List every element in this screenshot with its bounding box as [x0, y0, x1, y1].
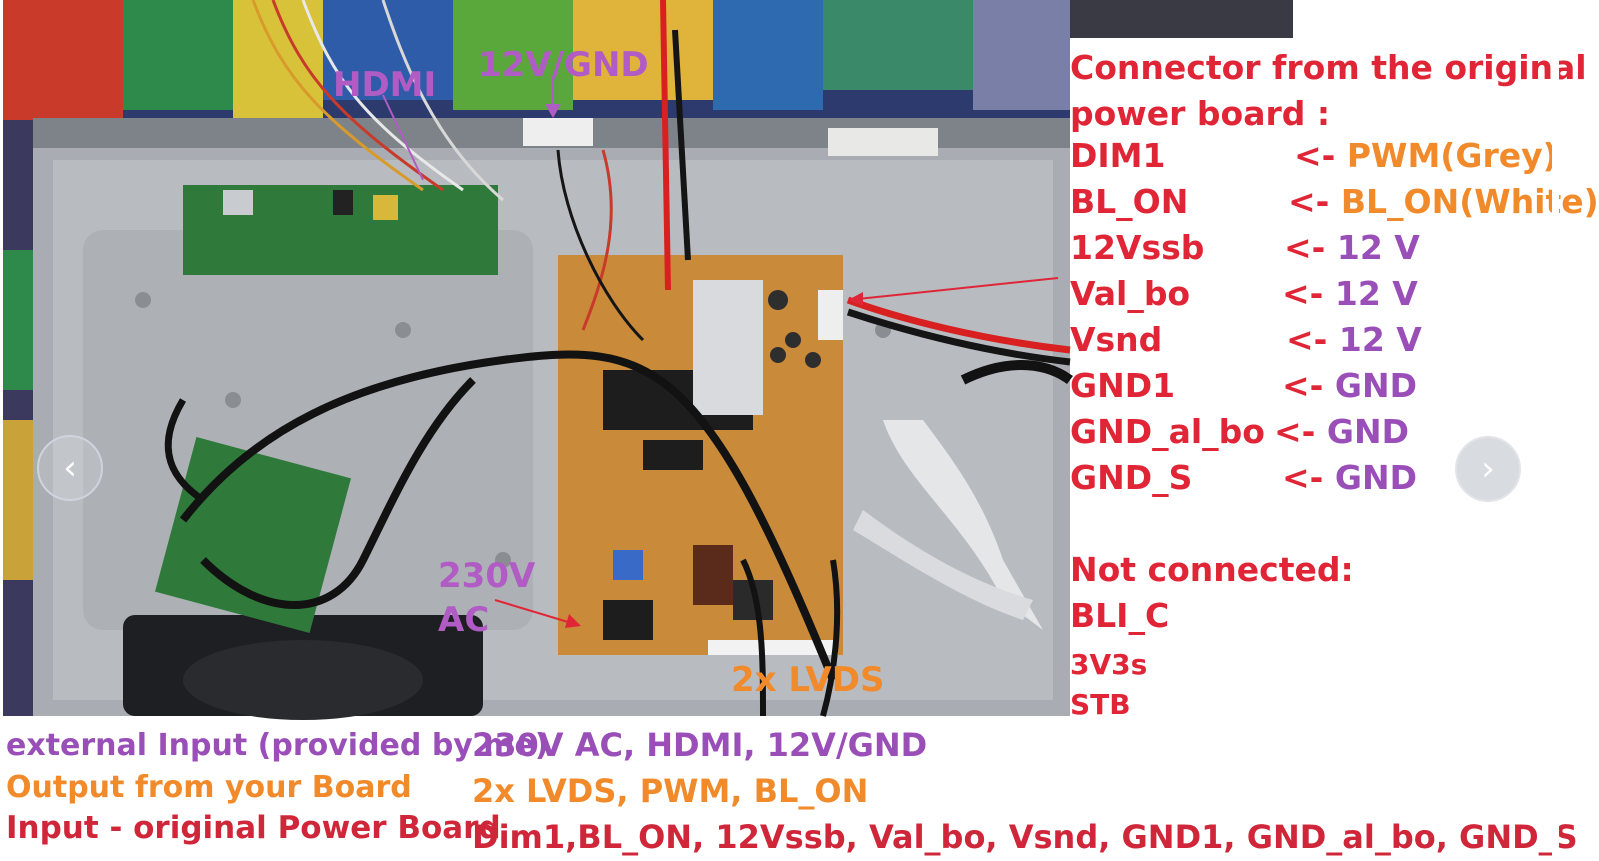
pin-name: 12Vssb — [1070, 228, 1205, 267]
pin-name: GND1 — [1070, 366, 1176, 405]
connector-panel: Connector from the original power board … — [1070, 40, 1599, 721]
legend-label-external-input: external Input (provided by me) — [6, 728, 549, 763]
not-connected-pin: BLI_C — [1070, 596, 1170, 635]
chevron-left-icon: ‹ — [63, 448, 77, 488]
pin-name: BL_ON — [1070, 182, 1189, 221]
pin-name: Val_bo — [1070, 274, 1191, 313]
12v-gnd-label: 12V/GND — [478, 45, 649, 85]
right-edge — [1552, 0, 1559, 861]
not-connected-pin: 3V3s — [1070, 648, 1148, 681]
arrow-text: <- — [1282, 366, 1324, 405]
pin-source: GND — [1334, 366, 1417, 405]
pin-source: 12 V — [1336, 228, 1420, 267]
pin-name: GND_al_bo — [1070, 412, 1265, 451]
pin-name: GND_S — [1070, 458, 1193, 497]
arrow-text: <- — [1282, 458, 1324, 497]
pin-source: GND — [1326, 412, 1409, 451]
legend: external Input (provided by me) 230V AC,… — [0, 718, 1578, 861]
connector-heading-line2: power board : — [1070, 94, 1331, 133]
arrow-text: <- — [1274, 412, 1316, 451]
not-connected-pin: STB — [1070, 688, 1131, 721]
tv-internals-photo: HDMI 12V/GND 230V AC 2x LVDS — [3, 0, 1073, 720]
arrow-text: <- — [1294, 136, 1336, 175]
photo-top-strip — [1070, 0, 1293, 38]
ac-label: AC — [438, 600, 490, 640]
pin-mapping: <- GND — [1282, 366, 1417, 405]
pin-source: GND — [1334, 458, 1417, 497]
pin-source: BL_ON(White) — [1340, 182, 1599, 221]
legend-value-external-input: 230V AC, HDMI, 12V/GND — [472, 726, 928, 764]
pin-mapping: <- 12 V — [1284, 228, 1420, 267]
arrow-text: <- — [1284, 228, 1326, 267]
arrow-text: <- — [1282, 274, 1324, 313]
pin-source: PWM(Grey) — [1346, 136, 1558, 175]
pin-mapping: <- PWM(Grey) — [1294, 136, 1558, 175]
legend-value-power-board-input: Dim1,BL_ON, 12Vssb, Val_bo, Vsnd, GND1, … — [472, 818, 1578, 856]
previous-image-button[interactable]: ‹ — [37, 435, 103, 501]
arrow-text: <- — [1288, 182, 1330, 221]
230v-label: 230V — [438, 556, 536, 596]
arrow-text: <- — [1286, 320, 1328, 359]
legend-value-output: 2x LVDS, PWM, BL_ON — [472, 772, 869, 810]
pin-mapping: <- GND — [1274, 412, 1409, 451]
pin-mapping: <- 12 V — [1286, 320, 1422, 359]
pin-name: DIM1 — [1070, 136, 1166, 175]
pin-name: Vsnd — [1070, 320, 1163, 359]
hdmi-label: HDMI — [333, 65, 437, 105]
lvds-label: 2x LVDS — [731, 660, 885, 700]
next-image-button[interactable]: › — [1455, 436, 1521, 502]
not-connected-heading: Not connected: — [1070, 550, 1354, 589]
connector-heading-line1: Connector from the original — [1070, 48, 1587, 87]
pin-source: 12 V — [1334, 274, 1418, 313]
chevron-right-icon: › — [1481, 449, 1495, 489]
pin-mapping: <- 12 V — [1282, 274, 1418, 313]
pin-source: 12 V — [1338, 320, 1422, 359]
legend-label-power-board-input: Input - original Power Board — [6, 810, 501, 846]
legend-label-output: Output from your Board — [6, 770, 412, 805]
pin-mapping: <- GND — [1282, 458, 1417, 497]
